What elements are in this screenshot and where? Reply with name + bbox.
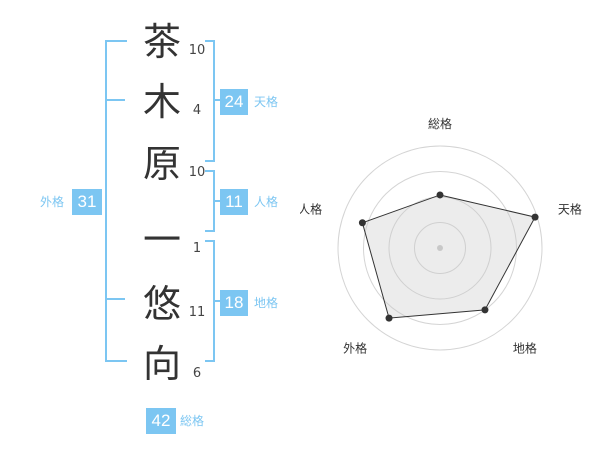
tenkaku-bracket — [205, 40, 215, 162]
tenkaku-bracket-tick — [213, 99, 220, 101]
radar-point-1 — [436, 191, 444, 199]
radar-point-4 — [385, 314, 393, 322]
gaikaku-badge: 31 — [72, 189, 102, 215]
radar-point-3 — [481, 306, 489, 314]
radar-axis-label-1: 総格 — [428, 116, 452, 131]
stroke-count-3: 10 — [188, 165, 206, 180]
radar-axis-label-4: 外格 — [343, 340, 367, 355]
name-char-2: 木 — [142, 80, 181, 124]
radar-axis-label-3: 地格 — [513, 340, 537, 355]
stroke-count-1: 10 — [188, 43, 206, 58]
name-char-5: 悠 — [142, 282, 181, 326]
stroke-count-4: 1 — [192, 241, 202, 256]
gaikaku-bracket-tick-upper — [107, 99, 125, 101]
radar-data-polygon — [361, 194, 536, 319]
name-char-4: 一 — [142, 218, 181, 262]
gaikaku-bracket-tick-lower — [107, 298, 125, 300]
name-char-6: 向 — [142, 342, 181, 386]
jinkaku-bracket-tick — [213, 200, 220, 202]
name-char-1: 茶 — [142, 20, 181, 64]
chikaku-bracket-tick — [213, 300, 220, 302]
chikaku-label: 地格 — [254, 296, 279, 310]
stroke-count-5: 11 — [188, 305, 206, 320]
soukaku-label: 総格 — [180, 414, 205, 428]
radar-grid-ring-1 — [414, 222, 466, 274]
radar-point-5 — [358, 219, 366, 227]
name-char-3: 原 — [142, 142, 181, 186]
radar-center-dot — [437, 245, 443, 251]
jinkaku-badge: 11 — [220, 189, 248, 215]
radar-axis-label-5: 人格 — [300, 202, 322, 217]
tenkaku-badge: 24 — [220, 89, 248, 115]
radar-grid-ring-4 — [337, 145, 543, 351]
stroke-count-2: 4 — [192, 103, 202, 118]
jinkaku-label: 人格 — [254, 195, 279, 209]
radar-grid-ring-3 — [363, 171, 517, 325]
radar-axis-label-2: 天格 — [558, 202, 582, 217]
gaikaku-label: 外格 — [40, 195, 65, 209]
tenkaku-label: 天格 — [254, 95, 279, 109]
stroke-count-6: 6 — [192, 366, 202, 381]
soukaku-badge: 42 — [146, 408, 176, 434]
chikaku-badge: 18 — [220, 290, 248, 316]
radar-point-2 — [531, 213, 539, 221]
gaikaku-bracket — [105, 40, 127, 362]
